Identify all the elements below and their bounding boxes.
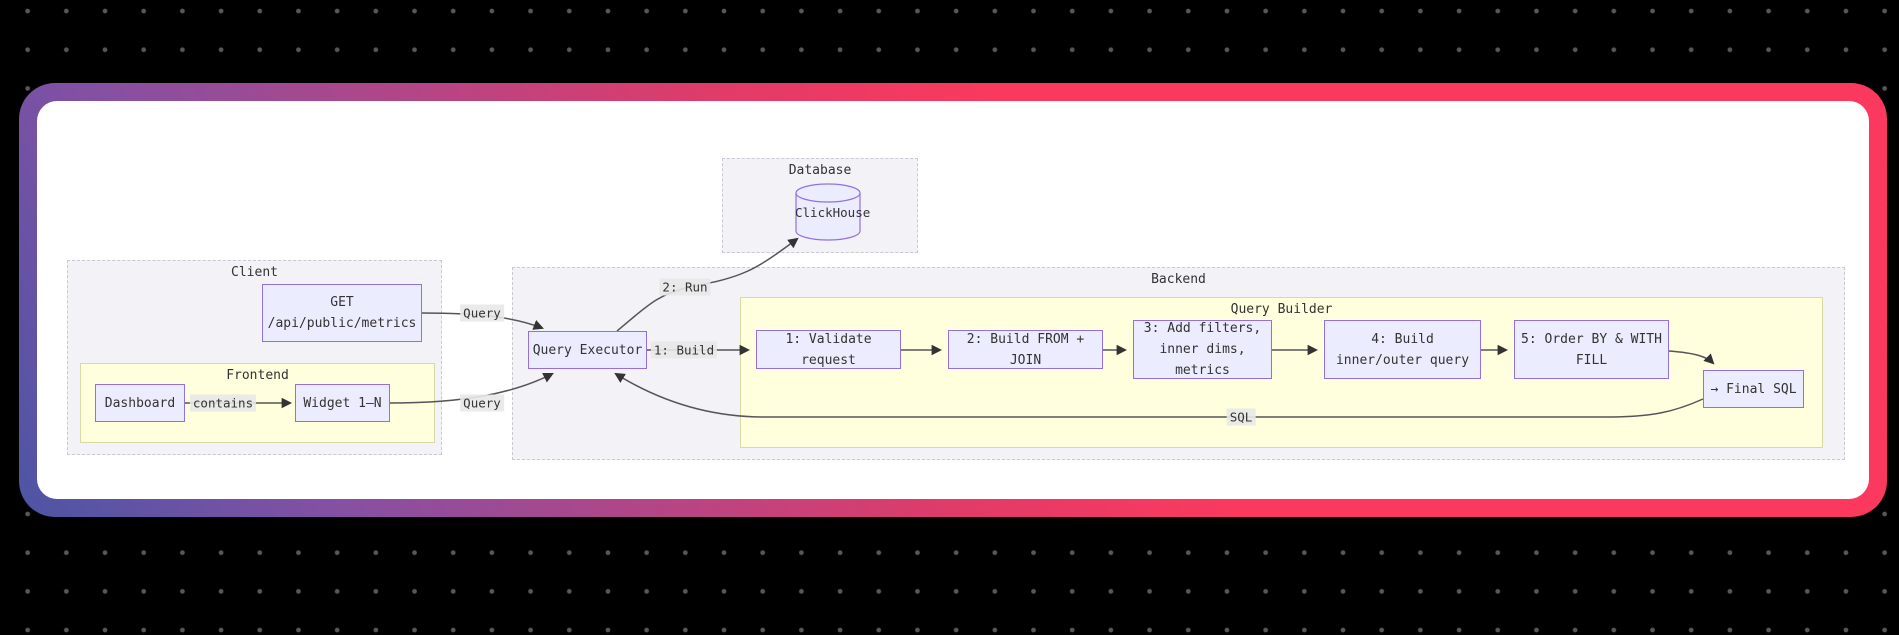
- edge-label-sql: SQL: [1226, 408, 1256, 426]
- node-get-line1: GET: [330, 295, 354, 310]
- node-step4-line2: inner/outer query: [1335, 352, 1470, 368]
- edge-label-run: 2: Run: [659, 278, 711, 296]
- cluster-frontend-label: Frontend: [226, 368, 289, 383]
- node-step1-validate: 1: Validate request: [756, 330, 901, 369]
- cluster-client-label: Client: [231, 265, 278, 280]
- edge-label-query-get: Query: [460, 304, 504, 322]
- node-step3-filters: 3: Add filters, inner dims, metrics: [1133, 320, 1272, 379]
- cluster-backend-label: Backend: [1151, 272, 1206, 287]
- database-cylinder-icon: [795, 183, 861, 241]
- node-step5-line2: FILL: [1575, 352, 1608, 368]
- node-step2-label: 2: Build FROM + JOIN: [966, 331, 1085, 368]
- edge-label-build: 1: Build: [650, 341, 718, 359]
- node-widget-label: Widget 1–N: [303, 395, 382, 411]
- node-query-executor-label: Query Executor: [532, 342, 643, 358]
- node-clickhouse-label: ClickHouse: [795, 205, 871, 220]
- node-clickhouse: ClickHouse: [795, 183, 871, 241]
- node-get-line2: /api/public/metrics: [267, 316, 417, 331]
- node-step3-line2: inner dims, metrics: [1159, 342, 1246, 378]
- edge-label-contains: contains: [189, 394, 257, 412]
- node-step1-label: 1: Validate request: [785, 331, 872, 368]
- node-step5-line1: 5: Order BY & WITH: [1521, 331, 1662, 347]
- node-final-sql-label: → Final SQL: [1710, 381, 1797, 397]
- node-step5-orderby: 5: Order BY & WITH FILL: [1514, 320, 1669, 379]
- node-dashboard-label: Dashboard: [104, 395, 176, 411]
- node-step3-line1: 3: Add filters,: [1143, 321, 1262, 336]
- node-final-sql: → Final SQL: [1703, 370, 1804, 408]
- node-step4-inner-outer: 4: Build inner/outer query: [1324, 320, 1481, 379]
- node-widget: Widget 1–N: [295, 384, 390, 422]
- edge-label-query-widget: Query: [460, 394, 504, 412]
- node-dashboard: Dashboard: [95, 384, 185, 422]
- node-step2-from-join: 2: Build FROM + JOIN: [948, 330, 1103, 369]
- node-get-endpoint: GET /api/public/metrics: [262, 284, 422, 342]
- node-step4-line1: 4: Build: [1371, 331, 1434, 347]
- node-query-executor: Query Executor: [528, 331, 647, 369]
- cluster-database-label: Database: [788, 163, 852, 178]
- cluster-query-builder-label: Query Builder: [1230, 302, 1333, 317]
